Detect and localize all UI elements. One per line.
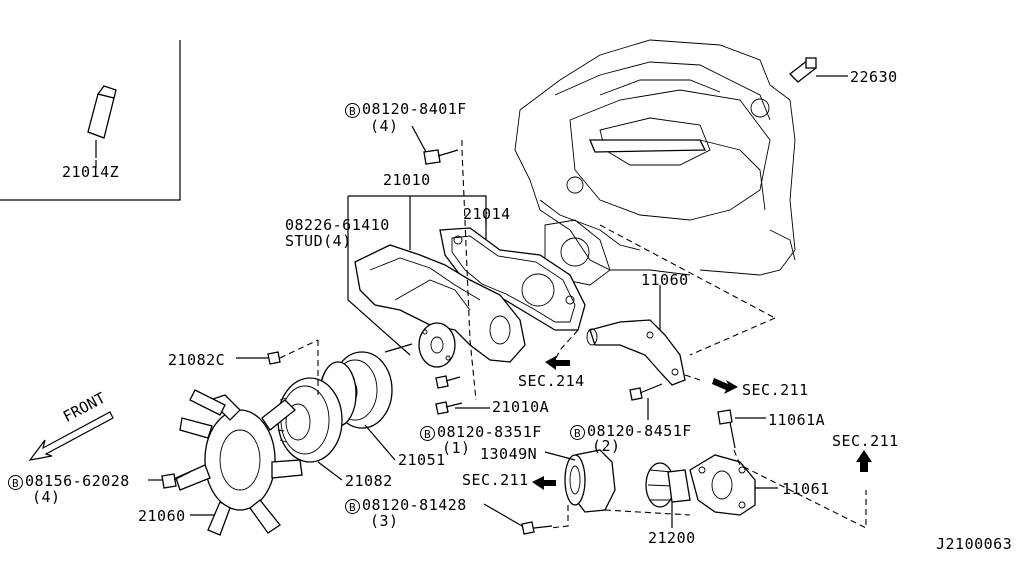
bolt-qty: (4) (32, 488, 61, 506)
label-stud-code: 08226-61410 (285, 216, 390, 234)
front-arrow-icon (28, 411, 114, 461)
label-21014z: 21014Z (62, 163, 120, 181)
section-arrow-icon (532, 356, 872, 490)
bolt-symbol: B (570, 425, 585, 440)
fan-clutch-icon (277, 377, 343, 463)
thermostat-icon (645, 462, 691, 508)
label-11061: 11061 (782, 480, 830, 498)
label-21082c: 21082C (168, 351, 226, 369)
bolt-qty: (1) (442, 439, 471, 457)
bolt-code: 08120-8351F (437, 423, 542, 441)
pulley-icon (319, 351, 393, 429)
bolt-qty: (3) (370, 512, 399, 530)
bolt-qty: (2) (592, 437, 621, 455)
leader-lines (95, 125, 778, 528)
water-pump-icon (354, 244, 526, 368)
bolt-code: 08120-8451F (587, 422, 692, 440)
cooling-fan-icon (175, 389, 303, 536)
engine-block-icon (514, 39, 796, 286)
diagram-id: J2100063 (936, 535, 1013, 553)
bolt-icon (161, 149, 736, 535)
bolt-symbol: B (420, 426, 435, 441)
bolt-code: 08120-81428 (362, 496, 467, 514)
bolt-code: 08156-62028 (25, 472, 130, 490)
water-outlet-icon (689, 454, 756, 516)
inset-box (0, 40, 181, 201)
label-21200: 21200 (648, 529, 696, 547)
label-sec211-b: SEC.211 (832, 432, 899, 450)
label-22630: 22630 (850, 68, 898, 86)
bolt-symbol: B (8, 475, 23, 490)
dashed-lines (279, 140, 867, 529)
label-sec211-a: SEC.211 (742, 381, 809, 399)
label-21014: 21014 (463, 205, 511, 223)
label-sec214: SEC.214 (518, 372, 585, 390)
bolt-qty: (4) (370, 117, 399, 135)
label-21010a: 21010A (492, 398, 550, 416)
thermostat-housing-icon (564, 449, 616, 513)
label-21060: 21060 (138, 507, 186, 525)
label-11061a: 11061A (768, 411, 826, 429)
label-sec211-c: SEC.211 (462, 471, 529, 489)
bolt-code: 08120-8401F (362, 100, 467, 118)
label-stud-qty: STUD(4) (285, 232, 352, 250)
sealant-tube-icon (87, 85, 117, 158)
label-21010: 21010 (383, 171, 431, 189)
label-13049n: 13049N (480, 445, 538, 463)
sensor-icon (789, 57, 848, 83)
bolt-symbol: B (345, 499, 360, 514)
label-21051: 21051 (398, 451, 446, 469)
label-21082: 21082 (345, 472, 393, 490)
label-11060: 11060 (641, 271, 689, 289)
water-inlet-icon (586, 319, 686, 386)
bolt-symbol: B (345, 103, 360, 118)
